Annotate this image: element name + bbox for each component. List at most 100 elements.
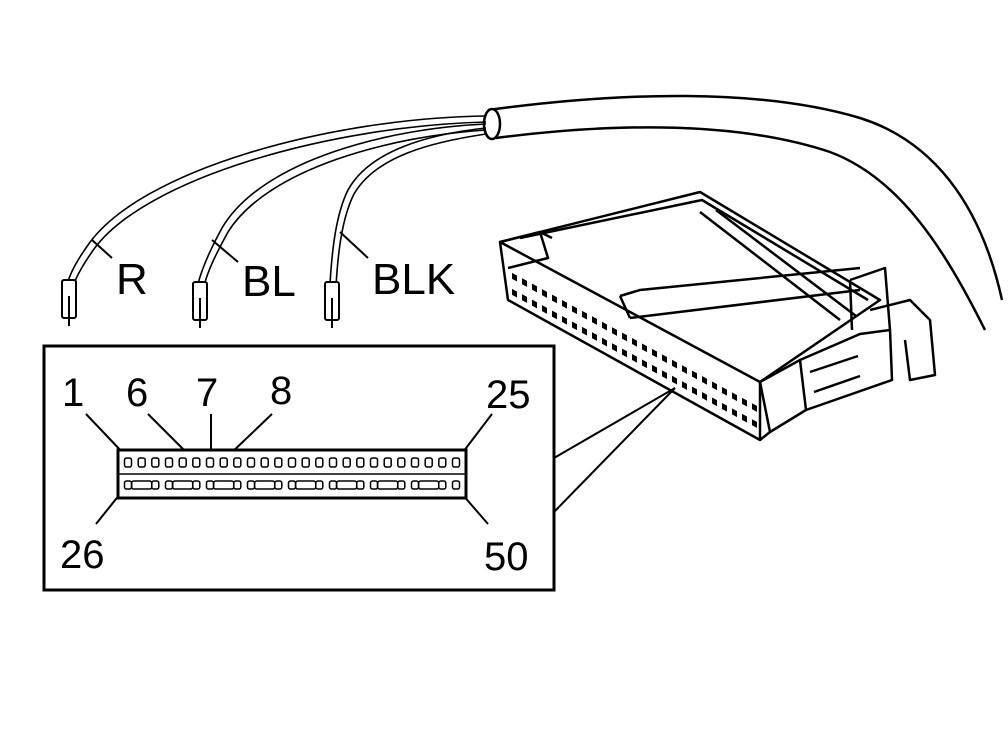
pin-top-3 — [151, 457, 160, 468]
face-slot — [732, 392, 737, 402]
face-slot — [702, 392, 707, 401]
wire-black — [329, 127, 487, 287]
pin-bottom-30 — [171, 480, 194, 490]
pin-bottom-36 — [253, 480, 276, 490]
face-slot — [642, 343, 647, 353]
pin-top-4 — [164, 457, 174, 468]
face-slot — [692, 386, 697, 396]
face-slot — [652, 364, 657, 374]
face-slot — [552, 310, 557, 320]
face-slot — [672, 359, 677, 369]
wire-label-blue: BL — [242, 257, 296, 306]
pin-top-22 — [410, 457, 420, 468]
face-slot — [582, 310, 587, 320]
pin-bottom-45 — [376, 480, 399, 490]
pin-row-bottom — [123, 480, 461, 490]
pin-top-8 — [219, 457, 228, 468]
pin-label-6: 6 — [126, 371, 148, 415]
face-slot — [532, 283, 537, 293]
connector-face-slots — [512, 272, 757, 428]
wire-label-black: BLK — [372, 255, 455, 304]
pin-top-11 — [260, 457, 269, 468]
face-slot — [602, 321, 607, 331]
pin-bottom-27 — [130, 480, 153, 490]
pin-top-2 — [137, 457, 146, 468]
pin-bottom-33 — [212, 480, 235, 490]
face-slot — [522, 278, 527, 287]
face-slot — [682, 381, 687, 390]
pin-bottom-41 — [328, 480, 338, 490]
pin-top-7 — [205, 457, 215, 468]
pin-top-14 — [301, 457, 310, 468]
pin-bottom-38 — [287, 480, 297, 490]
face-slot — [572, 305, 577, 315]
pin-label-50: 50 — [484, 535, 529, 579]
face-slot — [612, 327, 617, 336]
face-slot — [602, 337, 607, 347]
face-slot — [552, 294, 557, 304]
pin-bottom-44 — [369, 480, 379, 490]
face-slot — [632, 354, 637, 363]
terminal-black — [324, 281, 340, 328]
callout-lines — [553, 387, 676, 513]
face-slot — [752, 403, 757, 412]
cable-jacket — [482, 94, 1004, 331]
pin-top-16 — [328, 457, 338, 468]
face-slot — [672, 375, 677, 385]
face-slot — [662, 354, 667, 364]
pin-row-top — [123, 457, 461, 468]
face-slot — [752, 419, 757, 428]
terminal-blue — [192, 281, 208, 328]
face-slot — [702, 376, 707, 385]
face-slot — [692, 370, 697, 380]
face-slot — [742, 413, 747, 423]
pin-top-24 — [438, 457, 447, 468]
face-slot — [632, 338, 637, 347]
face-slot — [562, 316, 567, 325]
pin-bottom-39 — [294, 480, 317, 490]
pin-top-21 — [397, 457, 406, 468]
face-slot — [532, 299, 537, 309]
connector-body — [498, 190, 937, 442]
pin-label-26: 26 — [60, 533, 105, 577]
pin-bottom-50 — [451, 480, 461, 490]
face-slot — [512, 288, 517, 298]
face-slot — [622, 348, 627, 358]
face-slot — [642, 359, 647, 369]
pin-top-18 — [356, 457, 365, 468]
pin-label-8: 8 — [270, 369, 292, 413]
face-slot — [662, 370, 667, 380]
pin-label-7: 7 — [196, 371, 218, 415]
pin-top-9 — [233, 457, 242, 468]
pin-bottom-49 — [438, 480, 447, 490]
pin-label-25: 25 — [486, 373, 531, 417]
face-slot — [742, 397, 747, 407]
pin-bottom-47 — [410, 480, 420, 490]
pin-top-6 — [192, 457, 201, 468]
pin-top-17 — [342, 457, 351, 468]
pin-top-10 — [246, 457, 256, 468]
face-slot — [652, 348, 657, 358]
pin-bottom-32 — [205, 480, 215, 490]
pin-top-25 — [451, 457, 461, 468]
face-slot — [612, 343, 617, 352]
wire-label-red: R — [116, 255, 148, 304]
pin-top-20 — [383, 457, 392, 468]
face-slot — [712, 381, 717, 391]
pin-top-23 — [424, 457, 433, 468]
face-slot — [582, 326, 587, 336]
pin-bottom-26 — [123, 480, 133, 490]
face-slot — [722, 386, 727, 396]
pin-top-13 — [287, 457, 297, 468]
pin-label-1: 1 — [62, 371, 84, 415]
face-slot — [562, 300, 567, 309]
face-slot — [592, 332, 597, 341]
pin-bottom-42 — [335, 480, 358, 490]
pin-bottom-35 — [246, 480, 256, 490]
face-slot — [542, 289, 547, 298]
wire-label-leaders — [91, 231, 369, 263]
pin-bottom-31 — [192, 480, 201, 490]
face-slot — [512, 272, 517, 282]
face-slot — [572, 321, 577, 331]
face-slot — [732, 408, 737, 418]
